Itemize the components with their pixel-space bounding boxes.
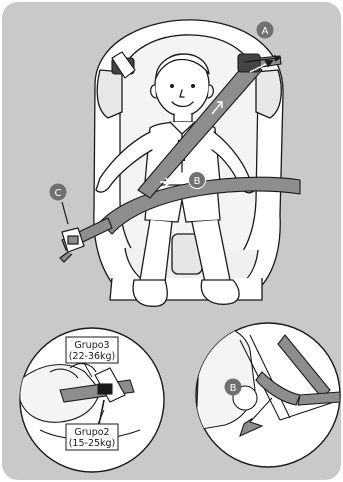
svg-text:B: B	[194, 176, 201, 187]
group2-weight: (15-25kg)	[69, 438, 116, 449]
group3-label: Grupo3	[74, 340, 109, 351]
marker-b: B	[189, 172, 206, 189]
group2-label: Grupo2	[74, 427, 109, 438]
svg-text:A: A	[262, 26, 269, 37]
svg-text:C: C	[55, 188, 62, 199]
inset-left: Grupo3 (22-36kg) Grupo2 (15-25kg)	[20, 328, 164, 472]
marker-a: A	[257, 22, 274, 39]
svg-text:B: B	[230, 383, 237, 394]
inset-marker-b: B	[225, 379, 242, 396]
inset-right: B	[196, 323, 340, 467]
group3-weight: (22-36kg)	[69, 351, 116, 362]
marker-c: C	[50, 184, 67, 201]
